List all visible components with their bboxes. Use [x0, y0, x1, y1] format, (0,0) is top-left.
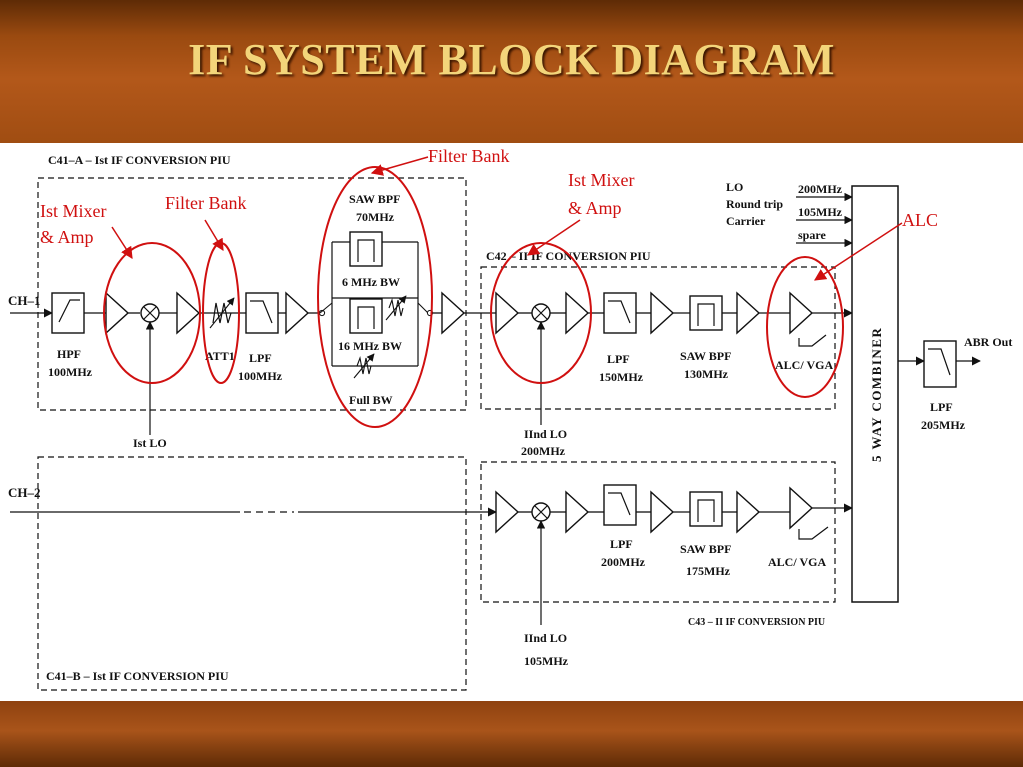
- ch2-label: CH–2: [8, 485, 41, 500]
- c42-amp-4: [736, 291, 761, 335]
- amp-1: [105, 291, 130, 335]
- title-banner: IF SYSTEM BLOCK DIAGRAM: [0, 0, 1023, 143]
- ch1-label: CH–1: [8, 293, 41, 308]
- mixer-amp-highlight-2: [490, 242, 592, 384]
- alc-vga-2: [789, 486, 814, 530]
- c43-amp-1: [495, 490, 520, 534]
- iind-lo-105-label: IInd LO: [524, 631, 567, 645]
- alc-highlight: [766, 256, 844, 398]
- filter-annotation-1: Filter Bank: [165, 193, 247, 213]
- mixer-annotation-2a: Ist Mixer: [568, 170, 635, 190]
- lpf-100-freq: 100MHz: [238, 369, 283, 383]
- footer-band: [0, 701, 1023, 767]
- att-label: ATT1: [205, 349, 235, 363]
- lpf-205-freq: 205MHz: [921, 418, 966, 432]
- hpf-freq: 100MHz: [48, 365, 93, 379]
- saw-175-block: [689, 491, 723, 527]
- c43-amp-3: [650, 490, 675, 534]
- saw-130-label: SAW BPF: [680, 349, 731, 363]
- amp-2: [176, 291, 201, 335]
- if-block-diagram: C41–A – Ist IF CONVERSION PIU C41–B – Is…: [8, 146, 1012, 691]
- lpf-150-block: [603, 292, 637, 334]
- lpf-205-block: [923, 340, 957, 388]
- hpf-block: [51, 292, 85, 334]
- abr-out-label: ABR Out: [964, 335, 1012, 349]
- combiner-label: 5 WAY COMBINER: [869, 327, 884, 462]
- lo-carrier-label-1: LO: [726, 180, 743, 194]
- page-title: IF SYSTEM BLOCK DIAGRAM: [188, 35, 835, 84]
- saw-16mhz-filter: [349, 298, 383, 334]
- ist-lo-label: Ist LO: [133, 436, 167, 450]
- lpf-200-block: [603, 484, 637, 526]
- saw-6mhz-filter: [349, 231, 383, 267]
- amp-4: [441, 291, 466, 335]
- lpf-200-label: LPF: [610, 537, 633, 551]
- fullbw-label: Full BW: [349, 393, 393, 407]
- mixer-annotation-1b: & Amp: [40, 227, 94, 247]
- lpf-150-label: LPF: [607, 352, 630, 366]
- c41b-boundary: [37, 456, 467, 691]
- c43-amp-2: [565, 490, 590, 534]
- saw-175-label: SAW BPF: [680, 542, 731, 556]
- c42-amp-3: [650, 291, 675, 335]
- lo-line-spare: spare: [798, 228, 826, 242]
- mixer-annotation-1a: Ist Mixer: [40, 201, 107, 221]
- mixer-annotation-2b: & Amp: [568, 198, 622, 218]
- iind-lo-200-freq: 200MHz: [521, 444, 566, 458]
- c43-label: C43 – II IF CONVERSION PIU: [688, 617, 825, 628]
- lpf-150-freq: 150MHz: [599, 370, 644, 384]
- bw16-label: 16 MHz BW: [338, 339, 402, 353]
- filter-annotation-2: Filter Bank: [428, 146, 510, 166]
- hpf-label: HPF: [57, 347, 81, 361]
- lo-carrier-label-2: Round trip: [726, 197, 783, 211]
- mixer-amp-highlight: [103, 242, 201, 384]
- c42-boundary: [480, 266, 836, 410]
- saw-bank-label: SAW BPF: [349, 192, 400, 206]
- amp-3: [285, 291, 310, 335]
- lo-line-105: 105MHz: [798, 205, 843, 219]
- c41a-boundary: [37, 177, 467, 411]
- c42-amp-1: [495, 291, 520, 335]
- five-way-combiner: [851, 185, 899, 603]
- alc-vga-1: [789, 291, 814, 335]
- alc-vga-1-label: ALC/ VGA: [775, 358, 833, 372]
- lo-line-200: 200MHz: [798, 182, 843, 196]
- lpf-205-label: LPF: [930, 400, 953, 414]
- c41a-label: C41–A – Ist IF CONVERSION PIU: [48, 153, 231, 167]
- bw6-label: 6 MHz BW: [342, 275, 400, 289]
- saw-130-freq: 130MHz: [684, 367, 729, 381]
- lo-carrier-label-3: Carrier: [726, 214, 766, 228]
- c42-amp-2: [565, 291, 590, 335]
- c43-amp-4: [736, 490, 761, 534]
- saw-bank-freq: 70MHz: [356, 210, 395, 224]
- c43-boundary: [480, 461, 836, 603]
- lpf-100-block: [245, 292, 279, 334]
- iind-lo-105-freq: 105MHz: [524, 654, 569, 668]
- saw-130-block: [689, 295, 723, 331]
- filter-bank-highlight-2: [317, 166, 433, 428]
- alc-annotation: ALC: [902, 210, 938, 230]
- alc-vga-2-label: ALC/ VGA: [768, 555, 826, 569]
- c41b-label: C41–B – Ist IF CONVERSION PIU: [46, 669, 229, 683]
- iind-lo-200-label: IInd LO: [524, 427, 567, 441]
- lpf-200-freq: 200MHz: [601, 555, 646, 569]
- lpf-100-label: LPF: [249, 351, 272, 365]
- saw-175-freq: 175MHz: [686, 564, 731, 578]
